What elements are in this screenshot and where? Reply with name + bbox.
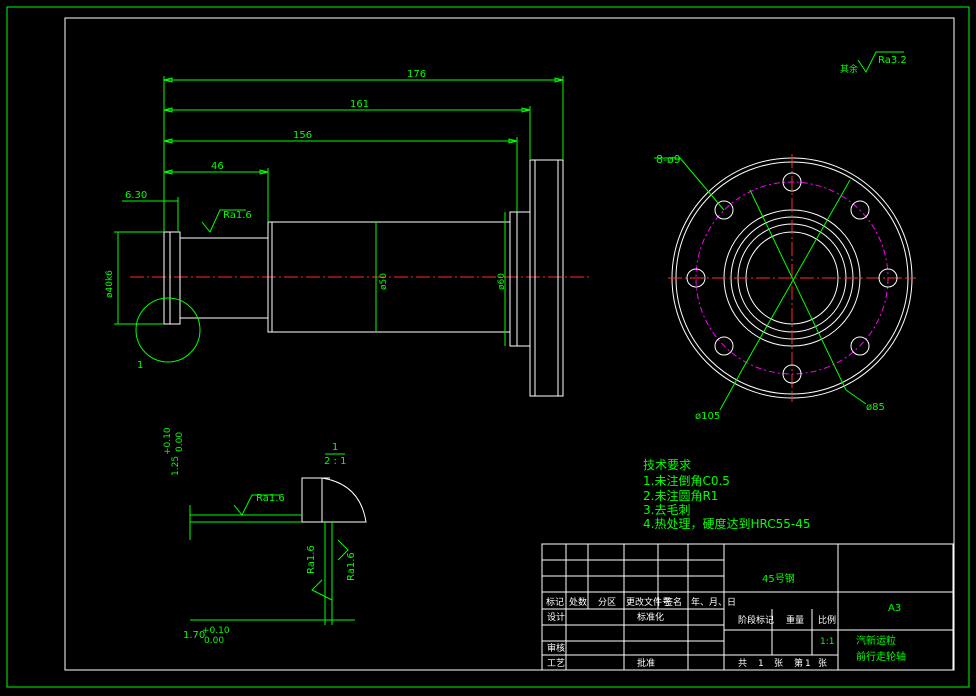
dim-phi50: ø50 bbox=[379, 273, 389, 290]
tb-page-n: 1 bbox=[805, 659, 811, 669]
tb-material: 45号钢 bbox=[762, 572, 795, 585]
tb-approve: 批准 bbox=[637, 657, 655, 669]
tb-sheets: 张 bbox=[774, 658, 783, 669]
detail-title-scale: 2 : 1 bbox=[324, 456, 346, 467]
inner-frame bbox=[64, 17, 955, 671]
outer-border bbox=[6, 6, 970, 688]
tb-stage: 阶段标记 bbox=[738, 614, 774, 626]
tb-hdr-date: 年、月、日 bbox=[691, 596, 736, 608]
tb-sheet: A3 bbox=[888, 603, 901, 614]
dim-phi85: ø85 bbox=[866, 402, 885, 413]
detail-tol-bot-upper: +0.10 bbox=[202, 626, 230, 636]
dim-phi105: ø105 bbox=[695, 411, 720, 422]
tech-title: 技术要求 bbox=[643, 458, 691, 472]
general-roughness bbox=[857, 51, 904, 73]
tb-process: 工艺 bbox=[547, 658, 565, 669]
dim-176: 176 bbox=[407, 69, 426, 80]
tb-name-2: 前行走轮轴 bbox=[856, 650, 906, 663]
roughness-ra32: Ra3.2 bbox=[878, 55, 907, 66]
shaft-side-view bbox=[130, 159, 590, 397]
roughness-ra16-detail-c: Ra1.6 bbox=[346, 552, 357, 581]
detail-tol-top-base: 1.25 bbox=[171, 456, 181, 476]
title-block bbox=[541, 543, 954, 671]
tb-scale: 1:1 bbox=[820, 637, 834, 647]
tech-note-2: 2.未注圆角R1 bbox=[643, 488, 718, 503]
dim-phi40: ø40k6 bbox=[105, 270, 115, 298]
tech-note-3: 3.去毛刺 bbox=[643, 503, 690, 517]
roughness-symbol bbox=[201, 209, 246, 233]
dim-holes: 8-ø9 bbox=[656, 153, 681, 166]
tb-ratio: 比例 bbox=[818, 614, 836, 626]
dim-161: 161 bbox=[350, 99, 369, 110]
tb-standard: 标准化 bbox=[637, 611, 664, 623]
detail-tol-bot-base: 1.70 bbox=[183, 630, 205, 641]
roughness-ra16-detail-a: Ra1.6 bbox=[256, 493, 285, 504]
detail-label: 1 bbox=[137, 360, 143, 371]
tb-page-unit: 张 bbox=[818, 658, 827, 669]
tech-note-4: 4.热处理，硬度达到HRC55-45 bbox=[643, 516, 810, 531]
dim-46: 46 bbox=[211, 161, 224, 172]
detail-tol-top-upper: +0.10 bbox=[163, 427, 173, 455]
flange-front-view bbox=[654, 154, 916, 411]
detail-tol-bot-lower: 0.00 bbox=[204, 636, 224, 646]
tech-note-1: 1.未注倒角C0.5 bbox=[643, 473, 730, 488]
tb-review: 审核 bbox=[547, 642, 565, 654]
tb-hdr-mark: 标记 bbox=[546, 596, 564, 608]
detail-tol-top-lower: 0.00 bbox=[175, 432, 185, 452]
tb-page: 第 bbox=[794, 657, 803, 669]
tb-weight: 重量 bbox=[786, 614, 804, 626]
tb-hdr-zone: 分区 bbox=[598, 597, 616, 608]
dimension-lines bbox=[114, 76, 564, 363]
tb-total: 共 bbox=[738, 658, 747, 669]
tb-design: 设计 bbox=[547, 611, 565, 623]
dim-6-30: 6.30 bbox=[125, 190, 147, 201]
tb-name-1: 汽新运粒 bbox=[856, 634, 896, 647]
roughness-ra16-detail-b: Ra1.6 bbox=[306, 545, 317, 574]
dim-156: 156 bbox=[293, 130, 312, 141]
rest-label: 其余 bbox=[840, 63, 858, 75]
roughness-ra16-shaft: Ra1.6 bbox=[223, 210, 252, 221]
tb-hdr-sign: 签名 bbox=[664, 596, 682, 608]
bolt-holes bbox=[686, 172, 898, 384]
tb-hdr-doc: 更改文件号 bbox=[626, 596, 671, 608]
dim-phi60: ø60 bbox=[497, 273, 507, 290]
tb-hdr-count: 处数 bbox=[569, 596, 587, 608]
detail-view bbox=[189, 453, 367, 625]
tb-total-n: 1 bbox=[758, 659, 764, 669]
detail-title-num: 1 bbox=[332, 442, 338, 453]
